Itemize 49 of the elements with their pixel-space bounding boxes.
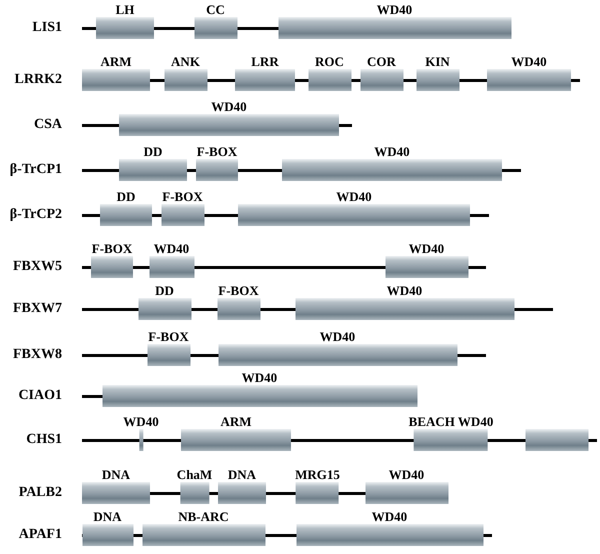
protein-name: LRRK2 [14, 72, 62, 88]
domain-label: WD40 [388, 467, 424, 482]
domain-label: WD40 [376, 2, 412, 17]
protein-name: CIAO1 [18, 388, 62, 404]
domain-label: WD40 [386, 283, 422, 298]
domain-label: DD [155, 283, 174, 298]
domain-label: WD40 [211, 99, 247, 114]
domain-label: LRR [251, 54, 279, 69]
domain-label: ChaM [176, 467, 212, 482]
domain-label: MRG15 [295, 467, 340, 482]
protein-name: β-TrCP2 [10, 207, 62, 223]
domain-label: WD40 [242, 370, 278, 385]
protein-name: APAF1 [18, 527, 62, 543]
domain-label: WD40 [320, 329, 356, 344]
domain-label: WD40 [336, 189, 372, 204]
protein-name: FBXW8 [13, 347, 62, 363]
domain-label: COR [367, 54, 396, 69]
domain-label: F-BOX [148, 329, 189, 344]
domain-label: ARM [100, 54, 132, 69]
domain-label: DD [116, 189, 136, 204]
domain-label: WD40 [408, 241, 444, 256]
protein-name: LIS1 [32, 20, 62, 36]
domain-label: DD [144, 144, 162, 159]
domain-label: F-BOX [218, 283, 259, 298]
domain-label: WD40 [374, 144, 410, 159]
domain-label: BEACH WD40 [408, 414, 494, 429]
protein-name: FBXW5 [13, 259, 62, 275]
protein-name: CHS1 [26, 432, 62, 448]
protein-name: β-TrCP1 [10, 162, 62, 178]
protein-name: FBXW7 [13, 301, 62, 317]
protein-name: CSA [34, 117, 62, 133]
domain-label: LH [116, 2, 134, 17]
domain-label: DNA [102, 467, 130, 482]
domain-label: WD40 [511, 54, 547, 69]
domain-label: CC [206, 2, 225, 17]
domain-label: NB-ARC [178, 509, 229, 524]
domain-label: DNA [228, 467, 256, 482]
domain-label: F-BOX [196, 144, 238, 159]
domain-label: DNA [93, 509, 122, 524]
domain-label: F-BOX [162, 189, 203, 204]
domain-label: WD40 [123, 414, 159, 429]
domain-label: WD40 [372, 509, 408, 524]
domain-label: ANK [171, 54, 200, 69]
domain-label: WD40 [154, 241, 190, 256]
domain-label: F-BOX [92, 241, 132, 256]
domain-label: ROC [315, 54, 344, 69]
protein-name: PALB2 [18, 485, 62, 501]
domain-label: ARM [220, 414, 252, 429]
domain-label: KIN [425, 54, 450, 69]
